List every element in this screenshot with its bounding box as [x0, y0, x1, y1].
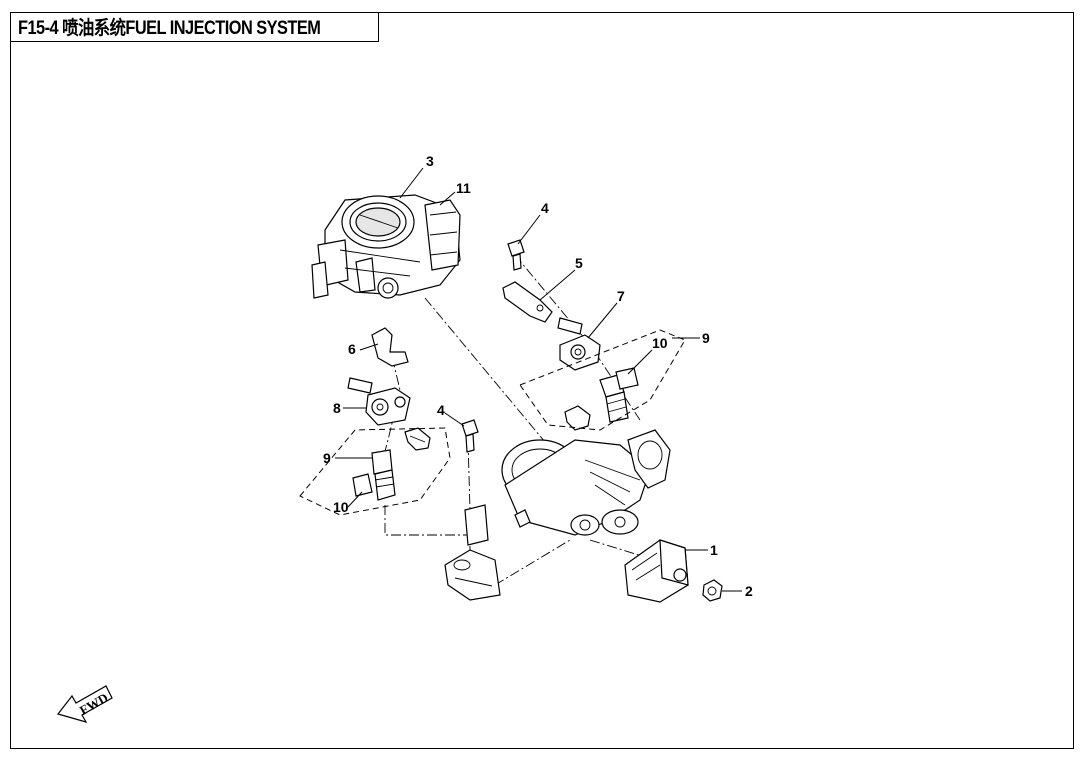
callout-4-lower: 4 [437, 402, 445, 418]
bolt-part-4-upper [507, 239, 525, 271]
callout-3: 3 [426, 153, 434, 169]
bracket-part-6 [371, 327, 409, 367]
callout-10-right: 10 [652, 335, 668, 351]
bolt-part-2 [702, 579, 723, 602]
callout-2: 2 [745, 583, 753, 599]
clip-right [564, 405, 591, 431]
callout-4-upper: 4 [541, 200, 549, 216]
callout-8: 8 [333, 400, 341, 416]
callout-10-left: 10 [333, 499, 349, 515]
title-block: F15-4 喷油系统FUEL INJECTION SYSTEM [10, 12, 379, 42]
fwd-arrow-icon: FWD [56, 685, 113, 723]
connector-part-8 [347, 377, 411, 426]
connector-part-7 [557, 317, 601, 371]
intake-manifold [501, 429, 671, 536]
plate-part-5 [502, 281, 553, 323]
throttle-body-part-3 [311, 194, 461, 299]
group-outline-right [519, 329, 686, 431]
mount-bracket [444, 504, 501, 601]
callout-7: 7 [617, 288, 625, 304]
callout-9-right: 9 [702, 330, 710, 346]
bolt-part-4-lower [461, 419, 479, 453]
injector-left-part-10 [352, 449, 396, 501]
page-title: F15-4 喷油系统FUEL INJECTION SYSTEM [18, 18, 321, 39]
group-outline-left [299, 427, 451, 516]
callout-5: 5 [575, 255, 583, 271]
callout-6: 6 [348, 341, 356, 357]
leader-lines [335, 167, 742, 592]
injector-right-part-10 [599, 367, 639, 423]
clip-left [404, 427, 431, 451]
callout-11: 11 [456, 180, 471, 196]
drawing-frame [10, 12, 1074, 749]
callout-1: 1 [710, 542, 718, 558]
sensor-part-1 [624, 539, 689, 603]
callout-9-left: 9 [323, 450, 331, 466]
